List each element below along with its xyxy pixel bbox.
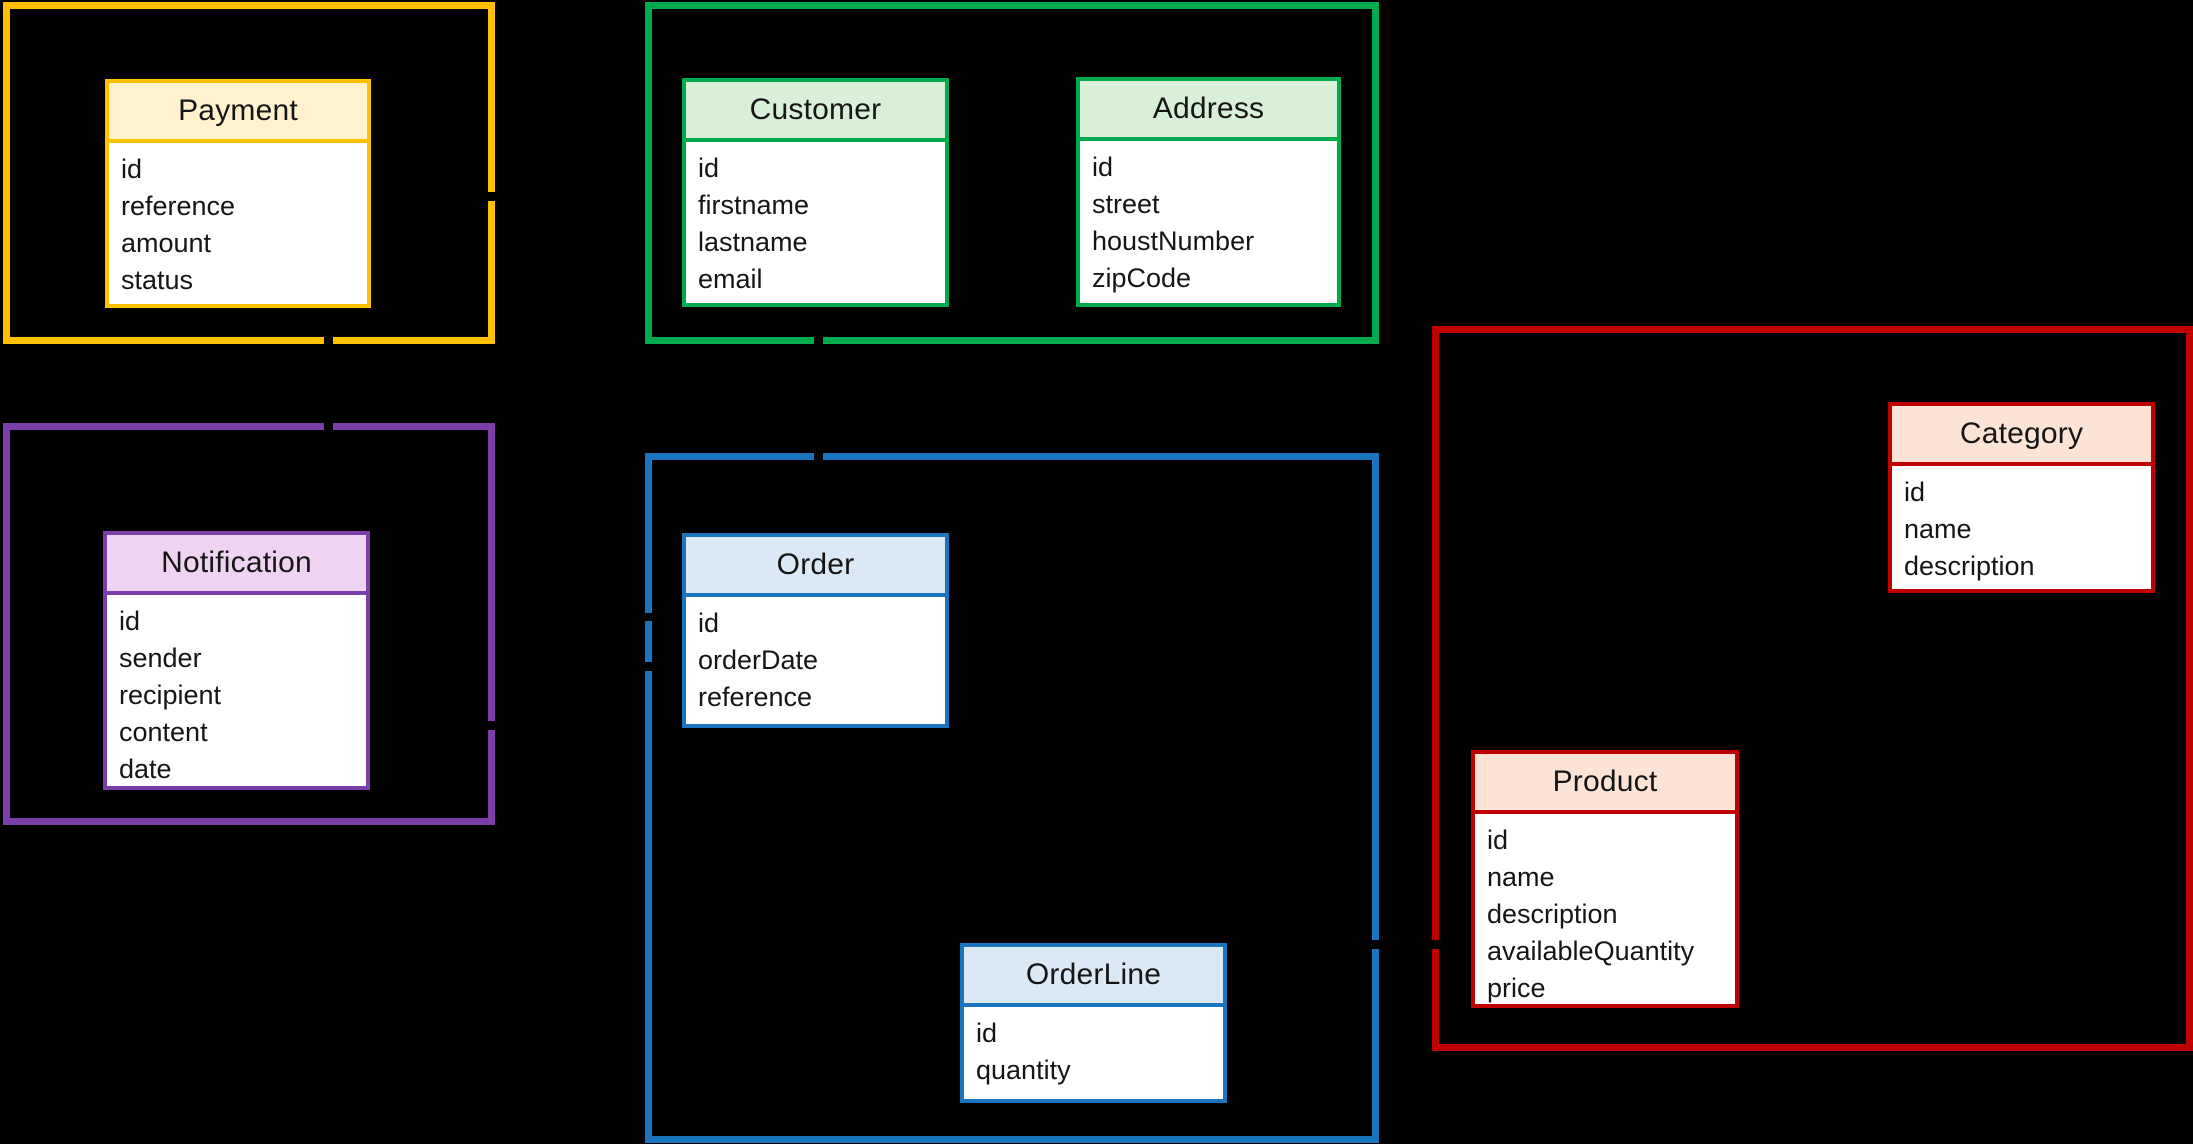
entity-category[interactable]: Category id name description: [1888, 402, 2155, 593]
attribute-row: quantity: [976, 1055, 1071, 1085]
entity-product-header: Product: [1475, 754, 1735, 814]
customer-service-boundary[interactable]: [645, 2, 1379, 344]
entity-order-title: Order: [776, 548, 855, 581]
connector-notch: [324, 423, 333, 430]
entity-address-title: Address: [1152, 92, 1265, 125]
connector-notch: [324, 337, 333, 344]
attribute-row: reference: [121, 191, 236, 221]
attribute-row: id: [121, 154, 143, 184]
entity-address[interactable]: Address id street houstNumber zipCode: [1076, 77, 1341, 307]
attribute-row: houstNumber: [1092, 226, 1255, 256]
entity-orderline-attributes: id quantity: [964, 1007, 1223, 1099]
attribute-row: orderDate: [698, 645, 819, 675]
entity-order-attributes: id orderDate reference: [686, 597, 945, 724]
connector-notch: [814, 453, 823, 460]
connector-notch: [1372, 940, 1379, 949]
entity-payment-title: Payment: [178, 94, 298, 127]
attribute-row: date: [119, 754, 172, 784]
entity-customer-attributes: id firstname lastname email: [686, 142, 945, 303]
entity-orderline-header: OrderLine: [964, 947, 1223, 1007]
product-service-boundary[interactable]: [1432, 326, 2193, 1051]
entity-orderline-title: OrderLine: [1025, 958, 1162, 991]
entity-payment[interactable]: Payment id reference amount status: [105, 79, 371, 308]
attribute-row: lastname: [698, 227, 808, 257]
entity-notification-header: Notification: [107, 535, 366, 595]
entity-category-attributes: id name description: [1892, 466, 2151, 589]
connector-notch: [488, 721, 495, 730]
order-service-boundary[interactable]: [645, 453, 1379, 1143]
entity-customer-header: Customer: [686, 82, 945, 142]
entity-notification[interactable]: Notification id sender recipient content…: [103, 531, 370, 790]
attribute-row: name: [1487, 862, 1555, 892]
entity-notification-title: Notification: [161, 546, 312, 579]
payment-service-boundary[interactable]: [3, 2, 495, 344]
entity-product[interactable]: Product id name description availableQua…: [1471, 750, 1739, 1008]
entity-product-title: Product: [1552, 765, 1658, 798]
attribute-row: content: [119, 717, 208, 747]
entity-address-attributes: id street houstNumber zipCode: [1080, 141, 1337, 303]
attribute-row: name: [1904, 514, 1972, 544]
attribute-row: id: [1092, 152, 1114, 182]
attribute-row: amount: [121, 228, 212, 258]
attribute-row: recipient: [119, 680, 222, 710]
attribute-row: firstname: [698, 190, 810, 220]
attribute-row: id: [119, 606, 141, 636]
attribute-row: description: [1904, 551, 2035, 581]
attribute-row: reference: [698, 682, 813, 712]
attribute-row: id: [698, 153, 720, 183]
entity-orderline[interactable]: OrderLine id quantity: [960, 943, 1227, 1103]
entity-category-title: Category: [1959, 417, 2084, 450]
connector-notch: [1432, 940, 1439, 949]
attribute-row: id: [1904, 477, 1926, 507]
attribute-row: status: [121, 265, 194, 295]
attribute-row: street: [1092, 189, 1160, 219]
entity-customer-title: Customer: [749, 93, 882, 126]
connector-notch: [645, 613, 652, 621]
connector-notch: [488, 192, 495, 201]
entity-payment-header: Payment: [109, 83, 367, 143]
connector-notch: [645, 662, 652, 671]
notification-service-boundary[interactable]: [3, 423, 495, 825]
entity-product-attributes: id name description availableQuantity pr…: [1475, 814, 1735, 1004]
entity-customer[interactable]: Customer id firstname lastname email: [682, 78, 949, 307]
entity-order-header: Order: [686, 537, 945, 597]
attribute-row: id: [976, 1018, 998, 1048]
attribute-row: email: [698, 264, 763, 294]
attribute-row: id: [1487, 825, 1509, 855]
attribute-row: zipCode: [1092, 263, 1192, 293]
attribute-row: price: [1487, 973, 1546, 1003]
attribute-row: description: [1487, 899, 1618, 929]
attribute-row: sender: [119, 643, 202, 673]
entity-payment-attributes: id reference amount status: [109, 143, 367, 304]
attribute-row: availableQuantity: [1487, 936, 1695, 966]
connector-notch: [814, 337, 823, 344]
entity-notification-attributes: id sender recipient content date: [107, 595, 366, 786]
entity-category-header: Category: [1892, 406, 2151, 466]
entity-address-header: Address: [1080, 81, 1337, 141]
attribute-row: id: [698, 608, 720, 638]
entity-order[interactable]: Order id orderDate reference: [682, 533, 949, 728]
